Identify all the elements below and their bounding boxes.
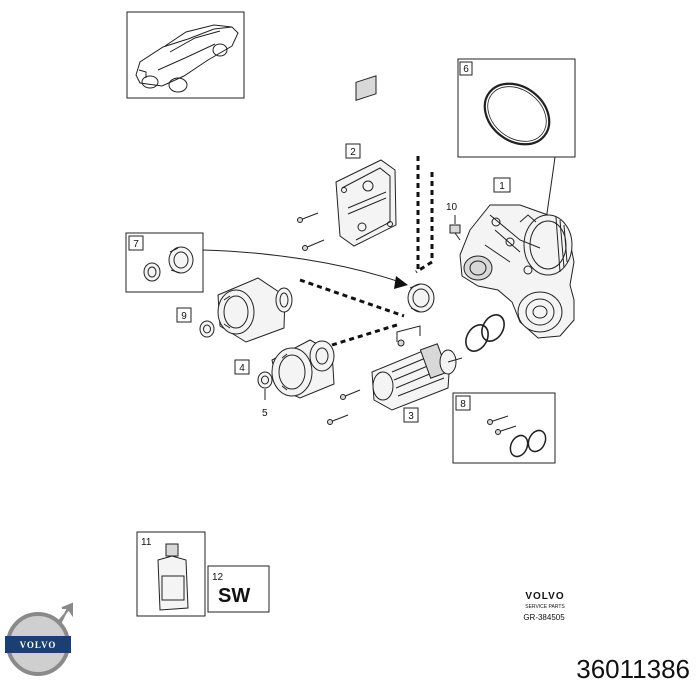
box-repair-kit: 8: [452, 392, 556, 464]
control-plate-part: [335, 75, 397, 247]
svg-text:VOLVO: VOLVO: [20, 640, 57, 650]
sleeve-part: [217, 277, 293, 343]
volvo-wordmark: VOLVO SERVICE PARTS GR-384505: [523, 591, 565, 622]
svg-text:VOLVO: VOLVO: [525, 591, 564, 602]
car-thumbnail: [126, 11, 245, 99]
box-o-ring: 6: [457, 58, 576, 158]
box-fluid: 11: [136, 531, 206, 617]
part-number: 36011386: [576, 654, 690, 684]
sw-label: SW: [218, 585, 250, 607]
box-software: 12 SW: [207, 565, 270, 613]
sleeve-4-part: [271, 339, 335, 399]
nut-5: [257, 371, 273, 400]
callout-2: 2: [350, 147, 356, 158]
callout-7: 7: [133, 239, 139, 250]
nut-9: [199, 320, 215, 338]
bolt-10: [449, 224, 461, 241]
callout-8: 8: [460, 399, 466, 410]
seal-part: [407, 283, 435, 313]
callout-10: 10: [446, 202, 458, 213]
callout-3: 3: [408, 411, 414, 422]
motor-part: [371, 325, 463, 411]
callout-11: 11: [141, 537, 152, 548]
box-seal-kit: 7: [125, 232, 204, 293]
callout-5: 5: [262, 408, 268, 419]
drawing-reference: GR-384505: [523, 613, 565, 622]
screws-motor: [327, 389, 361, 425]
callout-1: 1: [499, 181, 505, 192]
callout-6: 6: [463, 64, 469, 75]
callout-12: 12: [212, 572, 224, 583]
svg-text:SERVICE PARTS: SERVICE PARTS: [525, 604, 565, 610]
volvo-logo: VOLVO: [5, 602, 73, 676]
callout-4: 4: [239, 363, 245, 374]
callout-9: 9: [181, 311, 187, 322]
main-housing-part: [459, 204, 575, 339]
o-rings-housing: [465, 314, 505, 352]
screws-plate: [297, 212, 325, 251]
